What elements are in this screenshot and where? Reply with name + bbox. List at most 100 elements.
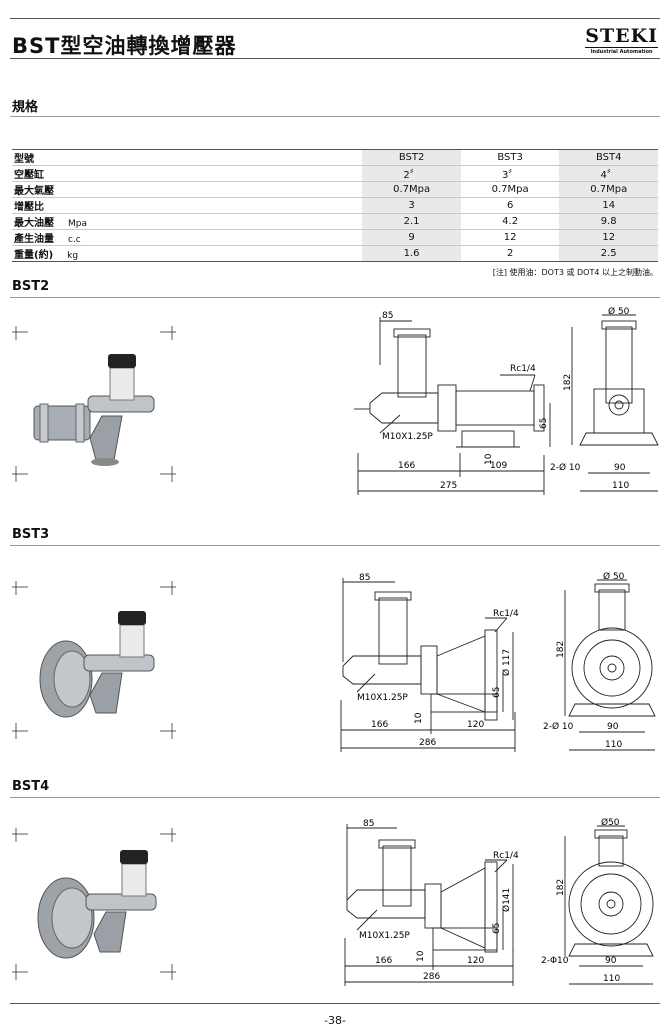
dim-label: Ø 50 <box>603 572 625 582</box>
dim-label: 90 <box>614 463 626 473</box>
dim-label: 286 <box>423 972 440 982</box>
table-cell: 4〞 <box>559 165 658 182</box>
bst3-product-photo <box>12 581 176 739</box>
dim-label: Ø 117 <box>501 649 512 676</box>
table-cell: 2.5 <box>559 245 658 262</box>
table-cell: 14 <box>559 197 658 214</box>
spec-rule <box>10 116 660 117</box>
section-heading-bst2: BST2 <box>12 279 50 294</box>
dim-label: M10X1.25P <box>382 432 433 442</box>
bst2-product-photo <box>12 326 176 482</box>
dim-label: 110 <box>603 974 620 984</box>
model-header: BST3 <box>460 149 560 166</box>
table-cell: 2〞 <box>362 165 461 182</box>
table-cell: 3〞 <box>460 165 560 182</box>
dim-label: 2-Ø 10 <box>550 462 581 473</box>
table-row: 增壓比 3 6 14 <box>12 197 658 214</box>
spec-heading: 規格 <box>12 100 39 115</box>
header-rule <box>10 58 660 59</box>
dim-label: 120 <box>467 956 484 966</box>
dim-label: Ø50 <box>601 818 620 828</box>
section-rule <box>10 297 660 298</box>
section-rule <box>10 797 660 798</box>
dim-label: M10X1.25P <box>357 693 408 703</box>
bst3-technical-drawing: 85 Rc1/4 M10X1.25P Ø 117 65 10 166 120 2… <box>340 572 656 752</box>
dim-label: 65 <box>539 418 549 429</box>
table-cell: 6 <box>460 197 560 214</box>
table-cell: 3 <box>362 197 461 214</box>
table-row: 空壓缸 2〞 3〞 4〞 <box>12 165 658 182</box>
bst2-technical-drawing: 85 Rc1/4 M10X1.25P 65 10 166 109 275 Ø 5… <box>354 306 659 495</box>
table-cell: 4.2 <box>460 213 560 230</box>
bst4-product-photo <box>12 828 176 980</box>
dim-label: 65 <box>492 923 502 934</box>
row-label: 最大氣壓 <box>12 181 306 198</box>
section-heading-bst4: BST4 <box>12 779 50 794</box>
page-number: -38- <box>324 1014 346 1027</box>
dim-label: 110 <box>612 481 629 491</box>
dim-label: M10X1.25P <box>359 931 410 941</box>
dim-label: 182 <box>563 374 573 391</box>
table-cell: 9 <box>362 229 461 246</box>
footer-rule <box>10 1003 660 1004</box>
dim-label: 85 <box>382 311 393 321</box>
brand-logo: STEKI Industrial Automation <box>585 26 658 55</box>
row-label: 重量(約)kg <box>12 245 306 262</box>
dim-label: Ø141 <box>501 888 512 912</box>
dim-label: Rc1/4 <box>493 609 519 619</box>
table-cell: 1.6 <box>362 245 461 262</box>
table-cell: 0.7Mpa <box>362 181 461 198</box>
dim-label: 182 <box>556 641 566 658</box>
dim-label: 120 <box>467 720 484 730</box>
table-cell: 2.1 <box>362 213 461 230</box>
dim-label: 10 <box>416 950 426 962</box>
dim-label: 109 <box>490 461 507 471</box>
dim-label: Rc1/4 <box>493 851 519 861</box>
dim-label: 166 <box>371 720 388 730</box>
table-cell: 12 <box>460 229 560 246</box>
section-rule <box>10 545 660 546</box>
table-header-label: 型號 <box>12 149 306 166</box>
dim-label: 110 <box>605 740 622 750</box>
table-row: 最大氣壓 0.7Mpa 0.7Mpa 0.7Mpa <box>12 181 658 198</box>
model-header: BST4 <box>559 149 658 166</box>
table-row: 重量(約)kg 1.6 2 2.5 <box>12 245 658 262</box>
dim-label: 65 <box>492 687 502 698</box>
oil-note: [注] 使用油：DOT3 或 DOT4 以上之制動油。 <box>492 268 658 277</box>
table-header-row: 型號 BST2 BST3 BST4 <box>12 149 658 166</box>
dim-label: 85 <box>359 573 370 583</box>
table-cell: 0.7Mpa <box>460 181 560 198</box>
dim-label: 85 <box>363 819 374 829</box>
table-cell: 9.8 <box>559 213 658 230</box>
dim-label: 10 <box>484 453 494 465</box>
dim-label: 2-Ø 10 <box>543 721 574 732</box>
logo-tagline: Industrial Automation <box>590 49 653 55</box>
dim-label: 166 <box>398 461 415 471</box>
table-cell: 12 <box>559 229 658 246</box>
table-cell: 2 <box>460 245 560 262</box>
dim-label: 275 <box>440 481 457 491</box>
dim-label: 286 <box>419 738 436 748</box>
dim-label: 90 <box>607 722 619 732</box>
row-label: 空壓缸 <box>12 165 306 182</box>
page-title: BST型空油轉換增壓器 <box>12 34 237 58</box>
dim-label: 182 <box>556 879 566 896</box>
bst4-technical-drawing: 85 Rc1/4 M10X1.25P Ø141 65 10 166 120 28… <box>344 818 654 986</box>
logo-wordmark: STEKI <box>585 25 658 47</box>
dim-label: Ø 50 <box>608 306 630 317</box>
dim-label: 10 <box>414 712 424 724</box>
dim-label: 2-Φ10 <box>541 956 569 966</box>
dim-label: 90 <box>605 956 617 966</box>
dim-label: Rc1/4 <box>510 364 536 374</box>
table-cell: 0.7Mpa <box>559 181 658 198</box>
dim-label: 166 <box>375 956 392 966</box>
row-label: 增壓比 <box>12 197 306 214</box>
model-header: BST2 <box>362 149 461 166</box>
spec-table: 型號 BST2 BST3 BST4 空壓缸 2〞 3〞 4〞 最大氣壓 0.7M… <box>12 149 658 262</box>
top-rule <box>10 18 660 19</box>
section-heading-bst3: BST3 <box>12 527 50 542</box>
